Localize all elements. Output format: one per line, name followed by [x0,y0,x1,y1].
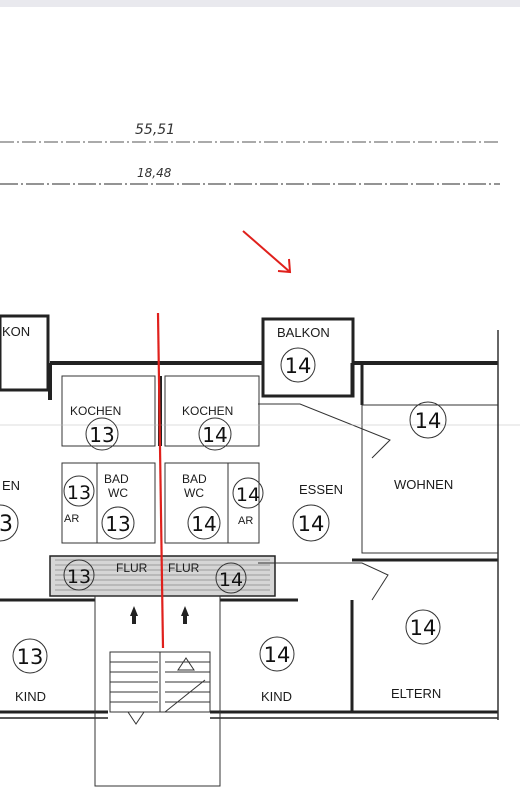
top-toolbar-strip [0,0,520,7]
unit-number-kochen-right: 14 [202,423,227,447]
room-essen-left: EN [2,478,20,493]
dimension-inner: 18,48 [137,166,172,180]
room-balkon-right: BALKON [277,325,330,340]
room-bad-right: BAD [182,472,207,486]
room-ar-right: AR [238,515,253,527]
unit-number-essen-left: 3 [0,512,13,537]
room-kochen-left: KOCHEN [70,404,121,418]
room-bad-left: BAD [104,472,129,486]
room-wohnen: WOHNEN [394,477,453,492]
room-kind-right: KIND [261,689,292,704]
room-wc-left: WC [108,486,128,500]
unit-number-kind-left: 13 [17,645,44,669]
unit-number-bad-right: 14 [191,512,216,536]
unit-number-eltern: 14 [410,616,437,640]
room-eltern: ELTERN [391,686,441,701]
room-flur-right: FLUR [168,561,200,575]
unit-number-essen-right: 14 [298,512,325,536]
red-line-annotation [156,312,165,649]
room-balkon-left: KON [2,324,30,339]
unit-number-ar-left: 13 [67,482,91,504]
unit-number-kind-right: 14 [264,643,291,667]
room-ar-left: AR [64,513,79,525]
unit-number-balkon-right: 14 [285,354,312,378]
room-essen-right: ESSEN [299,482,343,497]
unit-number-ar-right: 14 [236,484,260,506]
room-labels: KON BALKON KOCHEN KOCHEN EN ESSEN WOHNEN… [2,324,453,704]
room-kochen-right: KOCHEN [182,404,233,418]
room-kind-left: KIND [15,689,46,704]
unit-number-bad-left: 13 [105,512,130,536]
red-arrow-annotation [242,230,292,274]
dimension-lines: 55,51 18,48 [0,122,500,185]
building-walls [0,314,520,787]
dimension-outer: 55,51 [135,122,175,138]
room-wc-right: WC [184,486,204,500]
unit-number-markers: 14 13 14 3 14 14 13 14 13 14 13 14 13 14… [0,347,447,674]
unit-number-wohnen: 14 [415,409,442,433]
unit-number-kochen-left: 13 [89,423,114,447]
unit-number-flur-left: 13 [67,566,91,588]
unit-number-flur-right: 14 [219,569,243,591]
room-flur-left: FLUR [116,561,148,575]
